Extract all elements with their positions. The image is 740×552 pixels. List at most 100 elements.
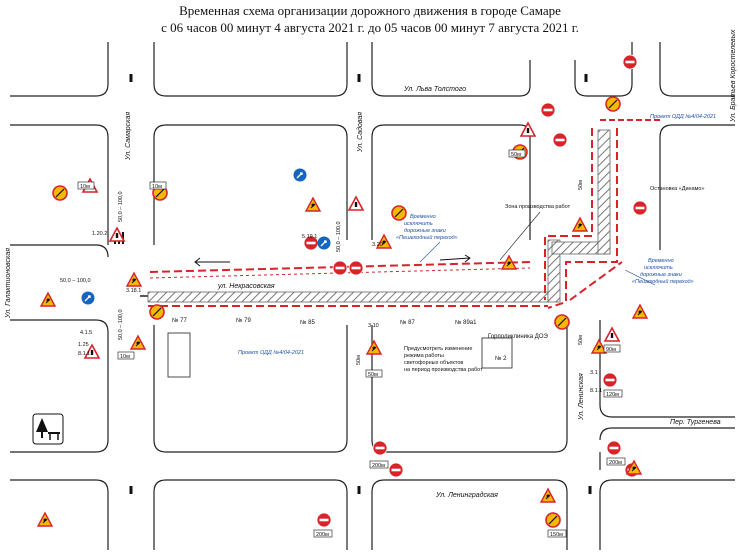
block-edge (574, 60, 620, 97)
sign-code: 3.1 (590, 370, 598, 376)
road-works-sign-icon (40, 292, 56, 307)
street-label-leningradskaya: Ул. Ленинградская (435, 491, 498, 499)
block-edge (10, 124, 109, 245)
street-label-sadovaya: Ул. Садовая (356, 112, 364, 153)
distance-plate: 10м (120, 354, 130, 360)
notes: Зона производства работ Проект ОДД №4/04… (238, 114, 716, 373)
distance-label: 50м (356, 355, 362, 365)
no-entry-sign-icon (332, 260, 348, 276)
traffic-light-icon (357, 486, 361, 494)
block-edge (371, 124, 531, 240)
fenced-work-strip (547, 239, 561, 303)
buildings: № 77 № 79 № 85 № 87 № 89а1 Горполиклиник… (167, 317, 549, 378)
title-line-2: с 06 часов 00 минут 4 августа 2021 г. до… (161, 20, 579, 35)
road-works-sign-icon (572, 217, 588, 232)
sign-code: 8.1.1 (590, 388, 602, 394)
traffic-light-icon (357, 74, 361, 82)
mandatory-direction-sign-icon (316, 235, 332, 251)
park-icon (32, 413, 64, 445)
note-bottom: Предусмотреть изменение (404, 346, 472, 352)
distance-plate: 90м (606, 347, 616, 353)
street-label-turgeneva: Пер. Тургенева (670, 419, 721, 426)
no-entry-sign-icon (552, 132, 568, 148)
speed-limit-sign-icon (554, 314, 570, 330)
no-entry-sign-icon (388, 462, 404, 478)
road-works-sign-icon (37, 512, 53, 527)
building (481, 337, 513, 369)
no-entry-sign-icon (540, 102, 556, 118)
speed-limit-sign-icon (391, 205, 407, 221)
building-label: № 85 (300, 319, 315, 326)
note-temporary-right: Временно (648, 258, 674, 264)
building-label: № 77 (172, 317, 187, 324)
block-edge (153, 479, 348, 550)
block-edge (599, 320, 735, 418)
callout-line (624, 269, 656, 286)
sign-code: 3.10 (368, 323, 379, 329)
no-entry-sign-icon (606, 440, 622, 456)
distance-plate: 200м (316, 532, 329, 538)
distance-plate: 10м (152, 184, 162, 190)
street-label-samarskaya: Ул. Самарская (125, 112, 132, 161)
speed-limit-sign-icon (149, 304, 165, 320)
work-zone-boundary (544, 128, 593, 300)
mandatory-direction-sign-icon (292, 167, 308, 183)
no-entry-sign-icon (316, 512, 332, 528)
road-works-sign-icon (130, 335, 146, 350)
sign-codes: 1.25 8.1.1 3.1 8.1.1 3.10 4.1.5 3.18.1 5… (78, 231, 602, 394)
road-works-sign-icon (632, 304, 648, 319)
traffic-light-icon (129, 486, 133, 494)
distance-label: 50,0 – 100,0 (118, 191, 124, 222)
block-edge (153, 42, 348, 97)
no-entry-sign-icon (602, 372, 618, 388)
note-temporary-left: исключить (404, 221, 433, 227)
distance-label: 50м (578, 180, 584, 190)
distance-label: 50,0 – 100,0 (336, 221, 342, 252)
block-edge (599, 427, 735, 441)
street-label-nekrasovskaya: ул. Некрасовская (217, 283, 275, 290)
sign-code: 8.1.1 (78, 351, 90, 357)
distance-plate: 200м (372, 463, 385, 469)
block-edge (659, 42, 735, 97)
scheme-title: Временная схема организации дорожного дв… (0, 2, 740, 36)
road-works-sign-icon (540, 488, 556, 503)
street-labels: Ул. Льва Толстого Ул. Самарская Ул. Садо… (5, 29, 737, 499)
work-zone-boundary (547, 128, 618, 309)
block-edge (10, 479, 109, 550)
leninskaya-work-zone (544, 119, 660, 309)
block-edge (371, 479, 568, 550)
note-bottom: светофорных объектов (404, 360, 463, 366)
mandatory-direction-sign-icon (80, 290, 96, 306)
speed-limit-sign-icon (52, 185, 68, 201)
fenced-work-strip (147, 291, 549, 303)
building-label: № 89а1 (455, 319, 477, 326)
no-entry-sign-icon (622, 54, 638, 70)
note-temporary-right: дорожные знаки (640, 272, 682, 278)
building-label: № 79 (236, 317, 251, 324)
sign-code: 3.20 (372, 242, 383, 248)
work-zone-boundary (569, 261, 623, 301)
narrowing-sign-icon (604, 327, 620, 342)
street-label-leninskaya: Ул. Ленинская (578, 373, 585, 421)
block-edge (10, 319, 109, 440)
road-works-sign-icon (305, 197, 321, 212)
street-label-lva-tolstogo: Ул. Льва Толстого (403, 86, 466, 93)
block-edge (659, 124, 735, 250)
distance-plate: 10м (80, 184, 90, 190)
road-works-sign-icon (366, 340, 382, 355)
building-label: Горполиклиника ДОЭ (488, 334, 549, 340)
distance-label: 50,0 – 100,0 (60, 278, 91, 284)
distance-plates: 10м 10м 10м 50м 50м 90м 120м 200м 200м 2… (77, 149, 626, 538)
note-temporary-right: «Пешеходный переход» (632, 278, 694, 285)
traffic-light-icon (129, 74, 133, 82)
distance-plate: 50м (368, 372, 378, 378)
narrowing-sign-icon (109, 227, 125, 242)
no-entry-sign-icon (632, 200, 648, 216)
sign-code: 5.19.1 (302, 234, 317, 240)
traffic-light-icon (584, 74, 588, 82)
distance-plate: 120м (606, 392, 619, 398)
note-bottom: на период производства работ (404, 367, 483, 373)
fenced-work-strip (597, 129, 611, 255)
